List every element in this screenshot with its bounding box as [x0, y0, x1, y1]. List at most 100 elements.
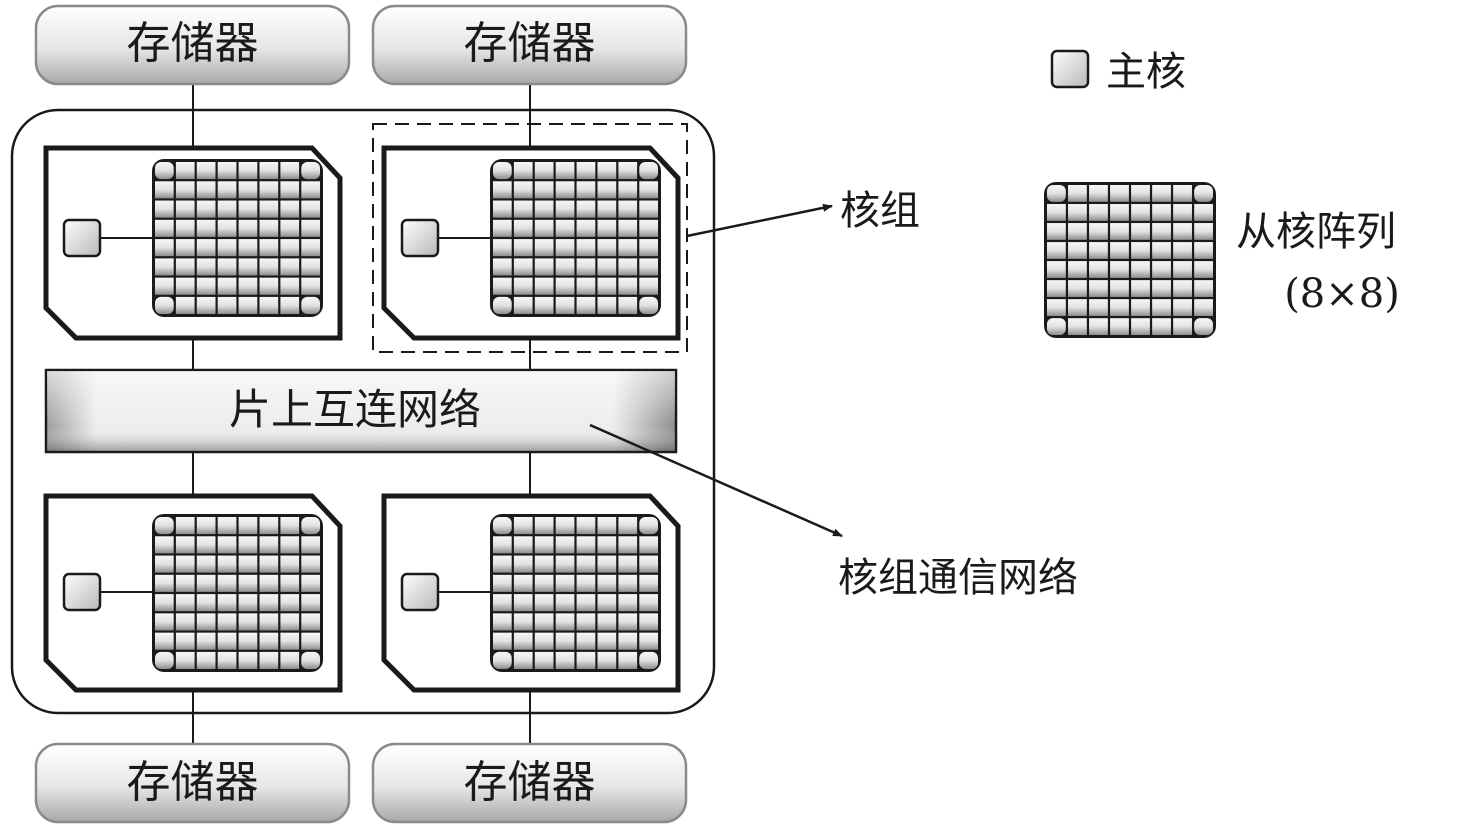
- slave-core: [534, 517, 554, 535]
- slave-core: [513, 200, 533, 218]
- slave-core: [238, 296, 258, 314]
- slave-core: [1068, 185, 1087, 202]
- core-group-bottom-left: [43, 493, 343, 693]
- slave-core: [555, 594, 575, 612]
- slave-core: [493, 181, 512, 199]
- slave-core: [1089, 185, 1108, 202]
- slave-core: [639, 258, 658, 276]
- slave-core: [639, 181, 658, 199]
- memory-label: 存储器: [464, 757, 596, 808]
- slave-core: [301, 258, 320, 276]
- slave-core: [597, 632, 617, 650]
- slave-core: [155, 258, 174, 276]
- slave-core: [259, 200, 279, 218]
- slave-core: [238, 162, 258, 180]
- slave-core: [1089, 318, 1108, 335]
- slave-core: [1047, 261, 1066, 278]
- slave-core: [534, 594, 554, 612]
- slave-core: [493, 162, 512, 180]
- slave-core: [1194, 261, 1213, 278]
- slave-core: [238, 517, 258, 535]
- core-group-top-left: [43, 145, 343, 341]
- slave-core: [513, 239, 533, 257]
- slave-core: [1131, 223, 1150, 240]
- legend-master-core-swatch: [1050, 49, 1090, 89]
- slave-core: [555, 277, 575, 295]
- memory-block-top-left: 存储器: [34, 4, 351, 86]
- slave-core: [576, 651, 596, 669]
- slave-core: [513, 277, 533, 295]
- slave-core: [555, 258, 575, 276]
- slave-core: [555, 162, 575, 180]
- slave-core: [301, 181, 320, 199]
- slave-core: [1194, 204, 1213, 221]
- slave-core: [175, 296, 195, 314]
- slave-core: [1089, 280, 1108, 297]
- slave-core: [301, 574, 320, 592]
- slave-core: [1152, 261, 1171, 278]
- slave-core: [301, 239, 320, 257]
- slave-core: [493, 200, 512, 218]
- memory-label: 存储器: [127, 757, 259, 808]
- slave-core: [280, 651, 300, 669]
- slave-core: [175, 200, 195, 218]
- slave-core: [597, 651, 617, 669]
- slave-core: [301, 594, 320, 612]
- slave-core: [618, 651, 638, 669]
- slave-core: [618, 536, 638, 554]
- slave-core: [259, 296, 279, 314]
- slave-core: [155, 594, 174, 612]
- slave-core: [196, 651, 216, 669]
- slave-core: [513, 574, 533, 592]
- slave-core: [238, 239, 258, 257]
- slave-core: [576, 258, 596, 276]
- slave-core: [618, 296, 638, 314]
- slave-core: [555, 219, 575, 237]
- slave-core: [1131, 261, 1150, 278]
- slave-core: [597, 574, 617, 592]
- slave-core: [217, 181, 237, 199]
- slave-core: [1047, 242, 1066, 259]
- slave-core-array: [152, 514, 323, 672]
- slave-core: [1173, 280, 1192, 297]
- slave-core: [597, 517, 617, 535]
- chip-boundary: [10, 108, 716, 715]
- slave-core: [259, 555, 279, 573]
- slave-core: [1110, 280, 1129, 297]
- slave-core: [175, 574, 195, 592]
- slave-core: [597, 181, 617, 199]
- slave-core: [196, 239, 216, 257]
- slave-core: [597, 594, 617, 612]
- slave-core-array: [490, 159, 661, 317]
- slave-core: [618, 517, 638, 535]
- core-group-label: 核组: [840, 188, 920, 234]
- slave-core: [217, 517, 237, 535]
- legend: 主核 从核阵列 (8×8): [1044, 49, 1400, 338]
- slave-core: [196, 594, 216, 612]
- core-group-network-label: 核组通信网络: [838, 555, 1078, 601]
- slave-core: [280, 594, 300, 612]
- slave-core: [534, 632, 554, 650]
- slave-core: [301, 219, 320, 237]
- slave-core: [555, 200, 575, 218]
- master-core: [400, 218, 440, 258]
- slave-core: [597, 555, 617, 573]
- slave-core: [155, 162, 174, 180]
- master-core: [62, 572, 102, 612]
- slave-core: [301, 296, 320, 314]
- slave-core: [301, 517, 320, 535]
- slave-core: [1173, 242, 1192, 259]
- slave-core: [639, 162, 658, 180]
- slave-core: [238, 632, 258, 650]
- slave-core: [639, 613, 658, 631]
- slave-core: [1047, 204, 1066, 221]
- core-group-bottom-right: [381, 493, 681, 693]
- slave-core: [280, 296, 300, 314]
- memory-label: 存储器: [127, 18, 259, 69]
- slave-core: [513, 181, 533, 199]
- slave-core: [493, 594, 512, 612]
- slave-core: [534, 651, 554, 669]
- slave-core: [280, 536, 300, 554]
- slave-core: [1152, 280, 1171, 297]
